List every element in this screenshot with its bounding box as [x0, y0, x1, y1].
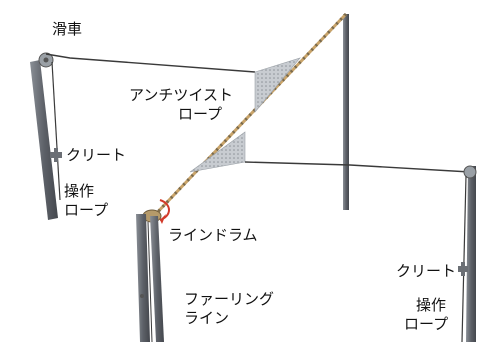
label-anti-twist-rope-line1: アンチツイスト — [129, 86, 233, 104]
label-control-rope-right-line1: 操作 — [416, 296, 447, 314]
lower-left-poles — [136, 214, 164, 342]
upper-sail — [254, 57, 301, 113]
label-cleat-right: クリート — [396, 262, 457, 280]
right-pole — [458, 165, 477, 342]
label-control-rope-left-line1: 操作 — [64, 182, 95, 200]
top-rope — [45, 53, 256, 73]
cleat-right-icon — [458, 262, 468, 276]
label-control-rope-right: 操作 ロープ — [404, 296, 460, 334]
label-cleat-left: クリート — [66, 146, 127, 164]
lower-sail — [189, 131, 246, 173]
middle-rope — [244, 161, 471, 173]
label-anti-twist-rope-line2: ロープ — [177, 105, 223, 123]
label-control-rope-left: 操作 ロープ — [64, 182, 122, 220]
center-pole — [343, 14, 349, 210]
anti-twist-rope — [150, 12, 348, 220]
label-control-rope-right-line2: ロープ — [404, 315, 449, 333]
pulley-right-icon — [463, 165, 477, 179]
label-winding-drum: ラインドラム — [168, 226, 258, 244]
label-furling-line-line1: ファーリング — [184, 290, 275, 308]
label-furling-line: ファーリング ライン — [184, 290, 274, 328]
label-furling-line-line2: ライン — [184, 309, 230, 327]
left-pole — [30, 52, 62, 220]
label-control-rope-left-line2: ロープ — [64, 201, 109, 219]
label-pulley: 滑車 — [52, 20, 83, 38]
cleat-left-icon — [50, 148, 62, 162]
label-anti-twist-rope: アンチツイスト ロープ — [116, 86, 246, 124]
